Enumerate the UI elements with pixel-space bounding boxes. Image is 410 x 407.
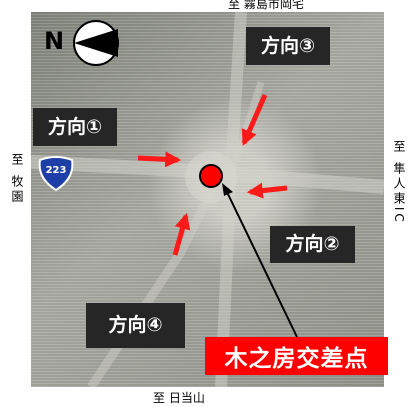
- arrow-direction-3: [241, 93, 268, 146]
- intersection-name-label: 木之房交差点: [205, 337, 388, 375]
- destination-right: 至 隼人東IC: [392, 140, 406, 225]
- north-compass: N: [44, 17, 134, 67]
- aerial-map: [31, 12, 384, 387]
- intersection-marker: [199, 164, 223, 188]
- destination-top: 至 霧島市岡宅: [228, 0, 304, 11]
- compass-needle-icon: [73, 20, 119, 66]
- pointer-line: [225, 189, 298, 338]
- direction-label-2: 方向②: [270, 226, 355, 263]
- pointer-arrowhead: [222, 183, 233, 196]
- direction-label-1: 方向①: [33, 108, 117, 146]
- direction-label-4: 方向④: [86, 303, 185, 348]
- arrow-direction-1: [137, 151, 182, 168]
- destination-left: 至 牧園: [10, 153, 24, 205]
- arrow-direction-2: [246, 182, 288, 199]
- direction-label-3: 方向③: [246, 27, 330, 65]
- route-number: 223: [45, 165, 67, 176]
- arrow-direction-4: [172, 212, 191, 256]
- route-shield-icon: 223: [36, 156, 76, 192]
- north-letter: N: [44, 27, 65, 55]
- destination-bottom: 至 日当山: [153, 391, 205, 405]
